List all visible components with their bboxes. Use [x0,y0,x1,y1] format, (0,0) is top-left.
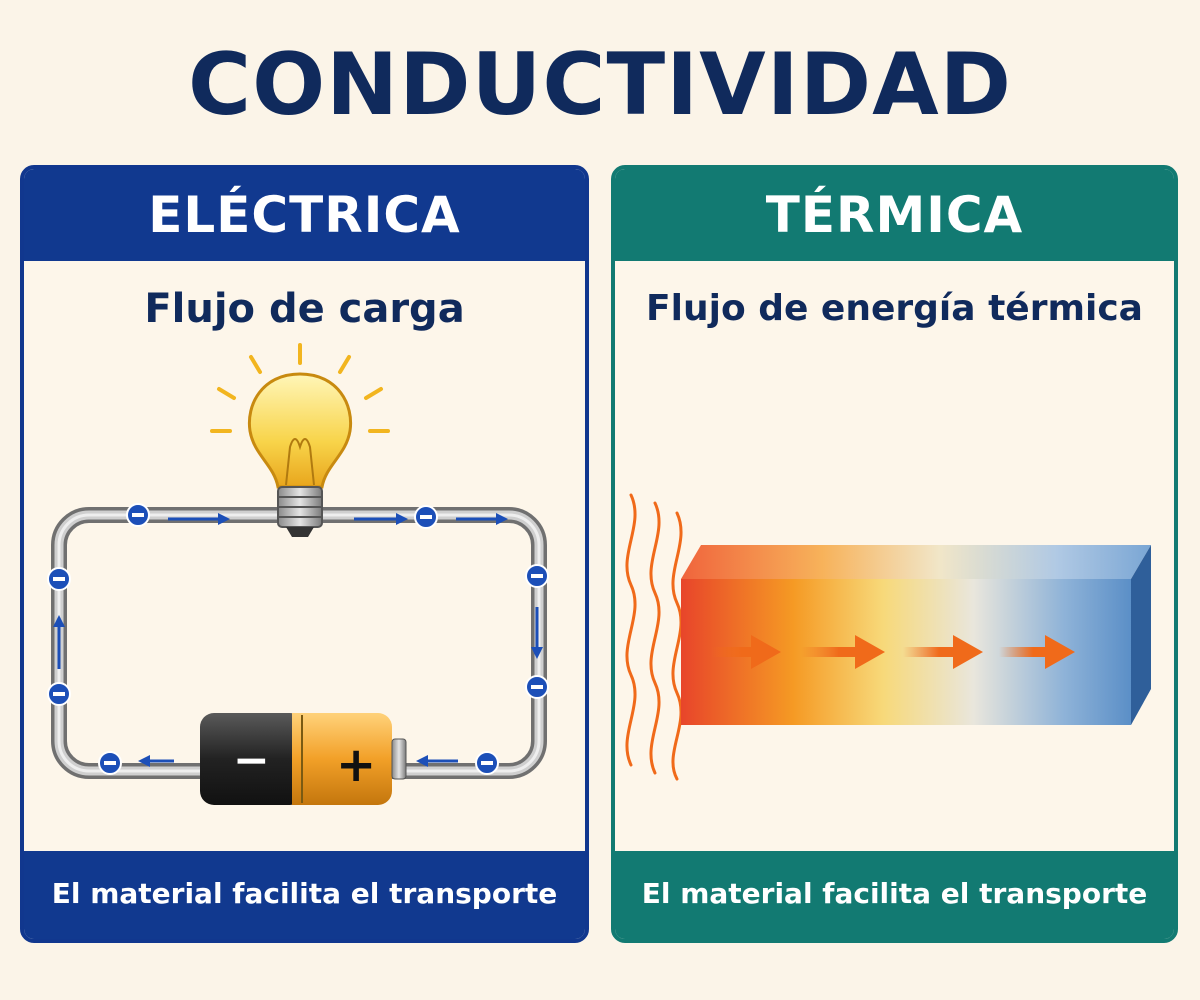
electron-icon [126,503,150,527]
conducting-bar [681,545,1151,725]
electron-icon [98,751,122,775]
electron-icon [525,564,549,588]
battery-positive-label: + [336,737,376,793]
panel-footer-electrica: El material facilita el transporte [24,851,585,939]
arrow-icon [999,635,1075,669]
arrow-icon [53,615,65,669]
page-title: CONDUCTIVIDAD [187,35,1013,135]
electron-icon [525,675,549,699]
subtitle-termica: Flujo de energía térmica [646,288,1143,329]
arrow-icon [456,513,508,525]
electron-icon [475,751,499,775]
arrow-icon [416,755,458,767]
panel-footer-termica: El material facilita el transporte [615,851,1174,939]
arrow-icon [354,513,408,525]
battery-negative-label: − [233,735,270,786]
heat-bar-diagram [625,493,1151,781]
heat-flow-arrows [711,635,1075,669]
heat-wave-icon [625,493,683,781]
arrow-icon [168,513,230,525]
electron-icon [47,567,71,591]
subtitle-electrica: Flujo de carga [144,286,465,332]
panel-header-electrica: ELÉCTRICA [24,169,585,261]
battery-icon: − + [200,713,407,805]
electron-icon [47,682,71,706]
panel-electrica: ELÉCTRICA Flujo de carga [20,165,589,943]
arrow-icon [801,635,885,669]
electron-icon [414,505,438,529]
light-rays [210,343,390,433]
panel-header-termica: TÉRMICA [615,169,1174,261]
light-bulb-icon [210,343,390,537]
arrow-icon [903,635,983,669]
electrons [47,503,549,775]
panel-termica: TÉRMICA Flujo de energía térmica [611,165,1178,943]
arrow-icon [711,635,781,669]
arrow-icon [531,607,543,659]
circuit-diagram: − + [47,343,549,805]
arrow-icon [138,755,174,767]
current-arrows [53,513,543,767]
